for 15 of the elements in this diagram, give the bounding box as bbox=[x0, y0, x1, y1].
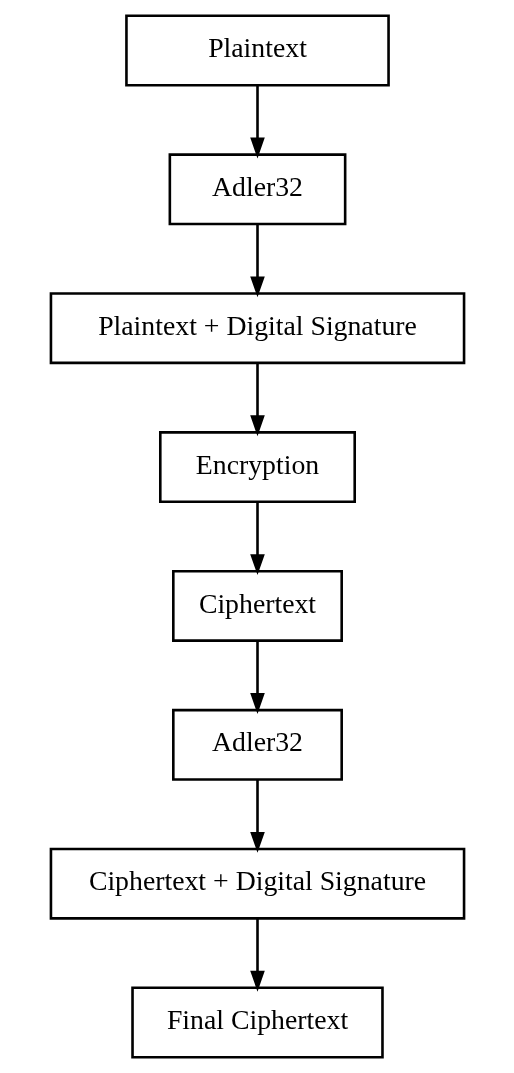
arrow bbox=[249, 502, 265, 576]
arrow bbox=[249, 363, 265, 437]
node-box: Plaintext bbox=[124, 14, 390, 87]
arrow bbox=[249, 641, 265, 714]
node-box: Encryption bbox=[158, 431, 356, 504]
node-box: Plaintext + Digital Signature bbox=[49, 292, 465, 365]
node-box: Adler32 bbox=[171, 708, 343, 781]
arrow bbox=[249, 224, 265, 298]
arrow bbox=[249, 780, 265, 853]
node-box: Ciphertext bbox=[171, 569, 343, 642]
node-box: Ciphertext + Digital Signature bbox=[49, 847, 465, 920]
arrow bbox=[249, 918, 265, 992]
arrow bbox=[249, 85, 265, 159]
node-box: Final Ciphertext bbox=[130, 986, 384, 1059]
node-box: Adler32 bbox=[168, 153, 346, 226]
